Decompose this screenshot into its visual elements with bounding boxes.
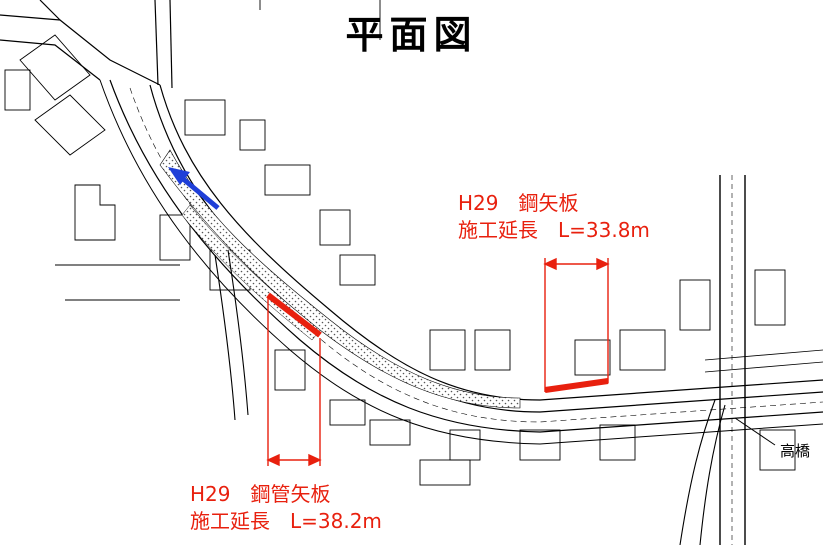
steel-pipe-sheet-pile-label-line1: H29 鋼管矢板 bbox=[190, 482, 331, 506]
steel-sheet-pile-label-line2: 施工延長 L=33.8m bbox=[458, 218, 650, 242]
right-vertical-road bbox=[679, 175, 823, 545]
steel-pipe-sheet-pile-section bbox=[266, 292, 322, 338]
steel-sheet-pile-label-line1: H29 鋼矢板 bbox=[458, 191, 579, 215]
upper-left-roads bbox=[0, 0, 173, 89]
steel-pipe-sheet-pile-label-line2: 施工延長 L=38.2m bbox=[190, 509, 382, 533]
landmark-leader-line bbox=[734, 417, 776, 446]
dimension-38-2m bbox=[266, 298, 322, 467]
left-vertical-street bbox=[214, 249, 249, 421]
steel-pipe-sheet-pile-label: H29 鋼管矢板 施工延長 L=38.2m bbox=[190, 481, 382, 535]
steel-sheet-pile-label: H29 鋼矢板 施工延長 L=33.8m bbox=[458, 190, 650, 244]
dimension-33-8m bbox=[543, 257, 610, 392]
building-outlines bbox=[4, 0, 796, 486]
steel-sheet-pile-section bbox=[544, 378, 609, 393]
page-title: 平面図 bbox=[345, 13, 478, 57]
flow-direction-arrow bbox=[168, 167, 220, 210]
hatched-median bbox=[159, 149, 521, 409]
landmark-label: 高橋 bbox=[780, 442, 811, 460]
